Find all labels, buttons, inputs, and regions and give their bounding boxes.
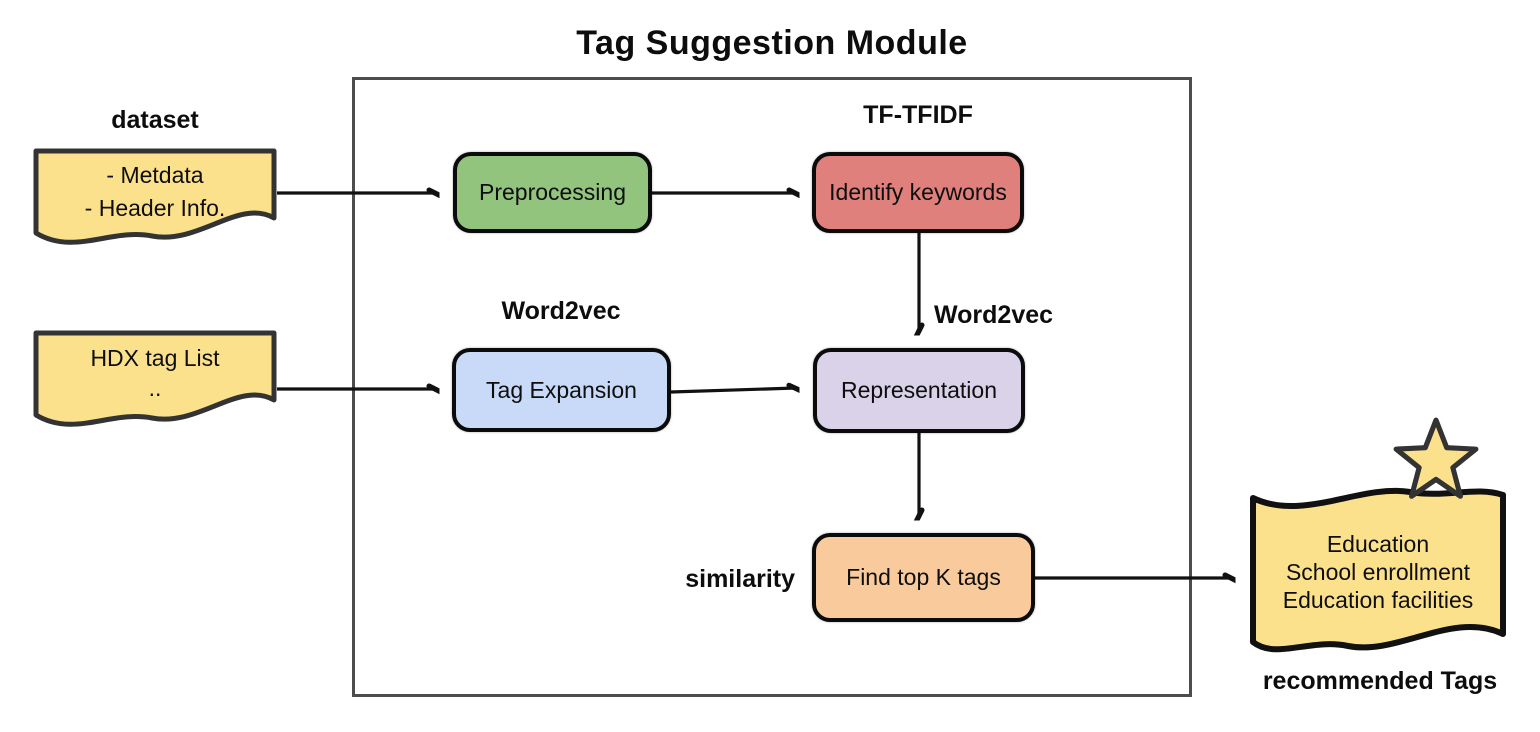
output-flag-shape: [1250, 487, 1506, 653]
document-shape: [33, 148, 277, 245]
node-tag-expansion: Tag Expansion: [452, 348, 671, 432]
diagram-title: Tag Suggestion Module: [576, 24, 968, 62]
document-shape: [33, 330, 277, 427]
dataset-label: dataset: [111, 106, 199, 134]
node-label: Find top K tags: [846, 564, 1001, 590]
output-tag-line: Education: [1326, 530, 1430, 557]
hdx-line: ..: [148, 375, 162, 401]
node-label: Tag Expansion: [486, 376, 637, 403]
node-find-top-k-tags: Find top K tags: [812, 533, 1035, 622]
hdx-line: HDX tag List: [90, 345, 220, 372]
node-representation: Representation: [813, 348, 1025, 433]
output-tag-line: Education facilities: [1282, 587, 1474, 614]
node-preprocessing: Preprocessing: [453, 152, 652, 233]
star-icon: [1393, 417, 1479, 499]
output-tag-line: School enrollment: [1285, 558, 1471, 585]
dataset-line: - Metdata: [106, 161, 204, 188]
node-identify-keywords: Identify keywords: [812, 152, 1024, 233]
word2vec-annotation-right: Word2vec: [934, 301, 1054, 329]
dataset-line: - Header Info.: [84, 195, 226, 221]
node-label: Identify keywords: [829, 179, 1007, 205]
node-label: Representation: [841, 377, 997, 403]
recommended-tags-caption: recommended Tags: [1262, 667, 1498, 695]
hdx-tag-list-document: HDX tag List ..: [33, 330, 277, 444]
word2vec-annotation-left: Word2vec: [501, 297, 621, 325]
dataset-document: - Metdata - Header Info.: [33, 148, 277, 262]
node-label: Preprocessing: [478, 179, 627, 205]
similarity-annotation: similarity: [685, 565, 795, 593]
output-tags: Education School enrollment Education fa…: [1258, 506, 1498, 638]
tf-tfidf-annotation: TF-TFIDF: [863, 101, 973, 129]
module-frame: [352, 77, 1192, 697]
